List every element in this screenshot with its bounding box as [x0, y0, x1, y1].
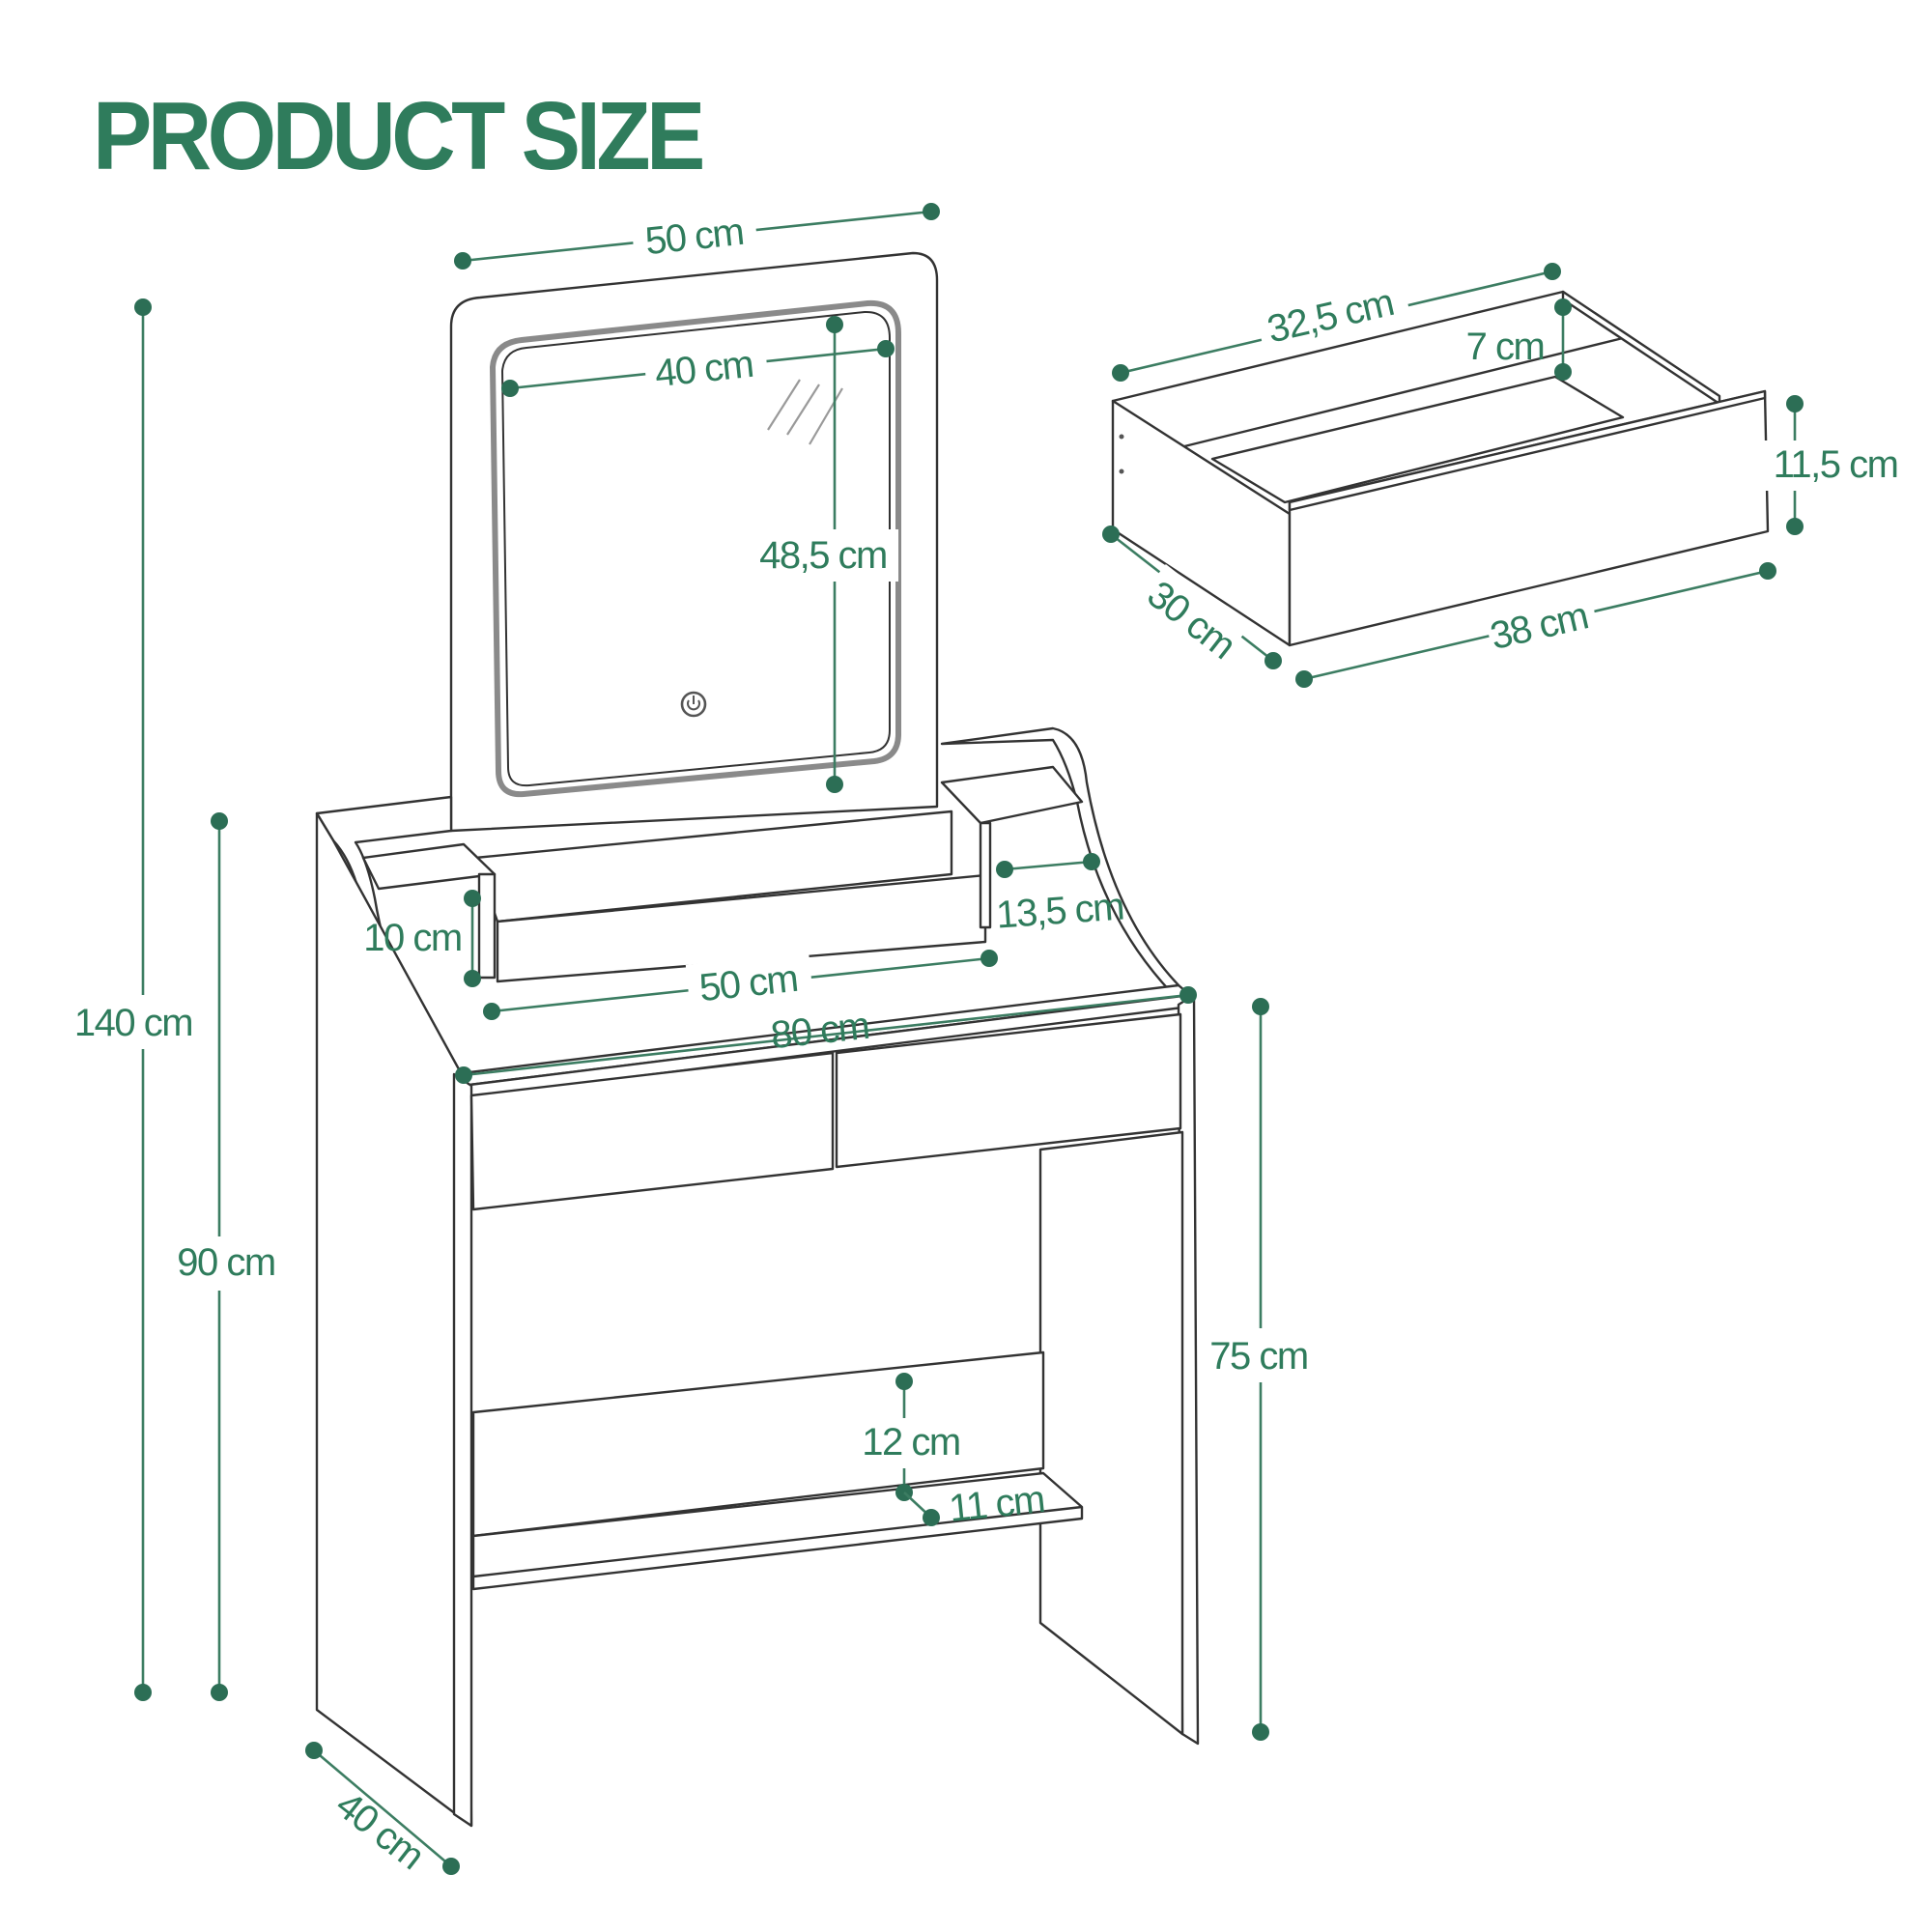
label-table-width: 80 cm: [769, 1005, 870, 1057]
power-icon[interactable]: [680, 691, 707, 718]
left-shelf-post: [477, 872, 497, 980]
label-bottom-shelf-depth: 11 cm: [947, 1478, 1046, 1530]
label-table-height-with-shelf: 90 cm: [177, 1241, 274, 1284]
left-leg-front: [452, 1072, 473, 1828]
label-side-shelf-width: 13,5 cm: [995, 885, 1125, 936]
left-leg-panel: [315, 811, 473, 1828]
drawer-front-top: [1288, 389, 1767, 512]
back-lower-shelf: [496, 873, 987, 983]
right-drawer[interactable]: [835, 1012, 1182, 1169]
label-total-height: 140 cm: [74, 1002, 192, 1044]
right-shelf-post: [979, 821, 992, 929]
back-panel: [471, 1350, 1045, 1538]
right-side-panel: [940, 726, 1185, 997]
label-mirror-height: 48,5 cm: [759, 534, 887, 577]
label-bottom-shelf-gap: 12 cm: [862, 1421, 959, 1463]
label-mirror-frame-width: 50 cm: [643, 211, 745, 263]
mirror-frame: [449, 251, 939, 833]
mirror-glass: [490, 299, 901, 798]
label-drawer-inner-height: 7 cm: [1466, 326, 1545, 368]
label-top-shelf-width: 50 cm: [697, 957, 799, 1009]
left-drawer[interactable]: [469, 1051, 835, 1211]
right-leg-inner: [1038, 1130, 1184, 1736]
label-depth: 40 cm: [327, 1783, 431, 1877]
left-side-shelf: [361, 842, 497, 891]
drawer-drawing: [1111, 290, 1770, 647]
vanity-table-drawing: [315, 251, 1200, 1828]
label-drawer-height: 11,5 cm: [1774, 443, 1898, 486]
dimension-labels: 140 cm 90 cm 75 cm 40 cm 50 cm 40 cm 48,…: [58, 204, 1909, 1877]
page-title: PRODUCT SIZE: [93, 82, 705, 190]
label-table-height: 75 cm: [1209, 1335, 1307, 1378]
label-side-shelf-height: 10 cm: [363, 917, 461, 959]
right-side-shelf: [940, 765, 1084, 825]
label-mirror-width: 40 cm: [653, 343, 754, 395]
bottom-shelf-edge: [472, 1505, 1083, 1578]
mirror-glass-edge: [501, 310, 891, 787]
mirror-glare: [767, 379, 843, 445]
drawer-bottom: [1210, 375, 1625, 504]
